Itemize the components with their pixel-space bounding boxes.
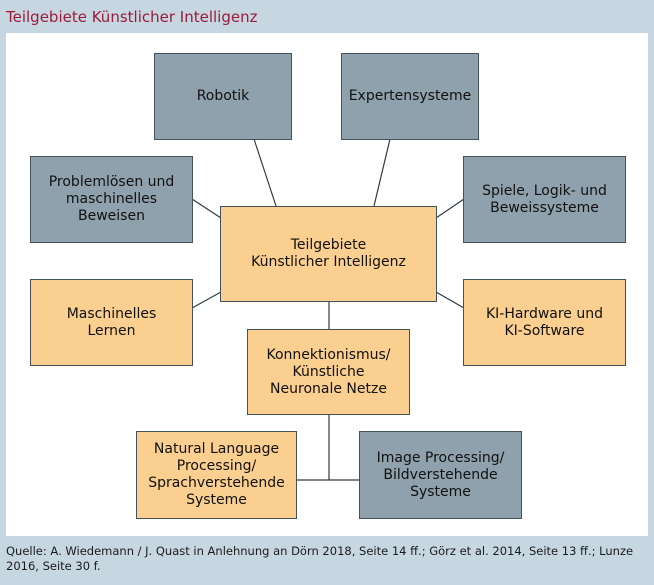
connector-problemloesen bbox=[191, 198, 222, 219]
box-nlp: Natural Language Processing/ Sprachverst… bbox=[136, 431, 297, 519]
box-center: Teilgebiete Künstlicher Intelligenz bbox=[220, 206, 437, 302]
box-maschinelles-lernen-label: Maschinelles Lernen bbox=[66, 305, 157, 339]
connector-robotik bbox=[253, 138, 277, 207]
box-problemloesen: Problemlösen und maschinelles Beweisen bbox=[30, 156, 193, 243]
box-spiele: Spiele, Logik- und Beweissysteme bbox=[463, 156, 626, 243]
connector-ki-hardware bbox=[435, 291, 465, 309]
box-maschinelles-lernen: Maschinelles Lernen bbox=[30, 279, 193, 366]
box-image-processing: Image Processing/ Bildverstehende System… bbox=[359, 431, 522, 519]
box-konnektionismus-label: Konnektionismus/ Künstliche Neuronale Ne… bbox=[266, 346, 391, 397]
box-image-processing-label: Image Processing/ Bildverstehende System… bbox=[376, 449, 505, 500]
connector-maschinelles-lernen bbox=[191, 291, 222, 309]
box-ki-hardware: KI-Hardware und KI-Software bbox=[463, 279, 626, 366]
box-nlp-label: Natural Language Processing/ Sprachverst… bbox=[148, 441, 285, 508]
box-ki-hardware-label: KI-Hardware und KI-Software bbox=[485, 305, 604, 339]
figure-title: Teilgebiete Künstlicher Intelligenz bbox=[6, 8, 258, 26]
box-expertensysteme: Expertensysteme bbox=[341, 53, 479, 140]
box-center-label: Teilgebiete Künstlicher Intelligenz bbox=[251, 237, 406, 270]
box-spiele-label: Spiele, Logik- und Beweissysteme bbox=[482, 182, 607, 216]
connector-expertensysteme bbox=[373, 138, 391, 207]
box-problemloesen-label: Problemlösen und maschinelles Beweisen bbox=[48, 174, 175, 224]
box-robotik: Robotik bbox=[154, 53, 292, 140]
box-expertensysteme-label: Expertensysteme bbox=[348, 88, 472, 104]
connector-spiele bbox=[435, 198, 465, 219]
box-robotik-label: Robotik bbox=[196, 88, 250, 104]
box-konnektionismus: Konnektionismus/ Künstliche Neuronale Ne… bbox=[247, 329, 410, 415]
source-note: Quelle: A. Wiedemann / J. Quast in Anleh… bbox=[6, 544, 634, 573]
